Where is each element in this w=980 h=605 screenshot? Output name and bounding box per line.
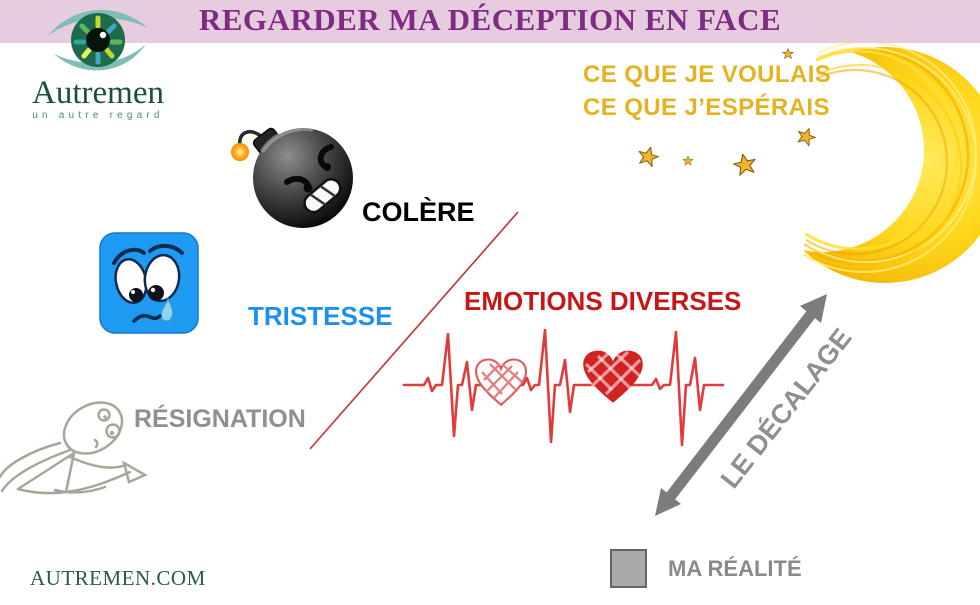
label-sadness: TRISTESSE (248, 301, 393, 331)
label-reality: MA RÉALITÉ (668, 556, 802, 581)
expectation-line-2: CE QUE J’ESPÉRAIS (583, 94, 830, 121)
expectation-line-1: CE QUE JE VOULAIS (583, 61, 832, 88)
bomb-angry-emoji-icon (231, 126, 353, 228)
label-diverse-emotions: EMOTIONS DIVERSES (464, 286, 742, 316)
label-resignation: RÉSIGNATION (134, 405, 306, 433)
tear-drop (160, 297, 174, 322)
solid-heart (583, 350, 644, 403)
fuse-spark (231, 143, 249, 161)
title-banner (0, 0, 980, 43)
brand-name: Autremen (32, 75, 164, 111)
brand-tagline: un autre regard (32, 110, 164, 121)
gritted-teeth (303, 178, 342, 214)
eye-logo-icon (48, 9, 148, 71)
heartbeat-hearts-icon (402, 328, 725, 447)
stars-icon (638, 48, 816, 176)
crying-square-emoji-icon (99, 232, 199, 334)
outline-heart (474, 358, 527, 407)
website-url: AUTREMEN.COM (30, 566, 206, 590)
expectation-text: CE QUE JE VOULAIS CE QUE J’ESPÉRAIS (583, 58, 831, 124)
brand-logo: Autremen un autre regard (12, 0, 184, 121)
reality-swatch-icon (610, 549, 647, 588)
gap-double-arrow-icon (655, 294, 827, 516)
label-anger: COLÈRE (362, 197, 475, 227)
diagonal-separator-line (309, 211, 519, 450)
page-title: REGARDER MA DÉCEPTION EN FACE (198, 2, 782, 37)
crescent-moon-icon (720, 41, 980, 283)
slumped-figure-doodle-icon (0, 401, 148, 495)
